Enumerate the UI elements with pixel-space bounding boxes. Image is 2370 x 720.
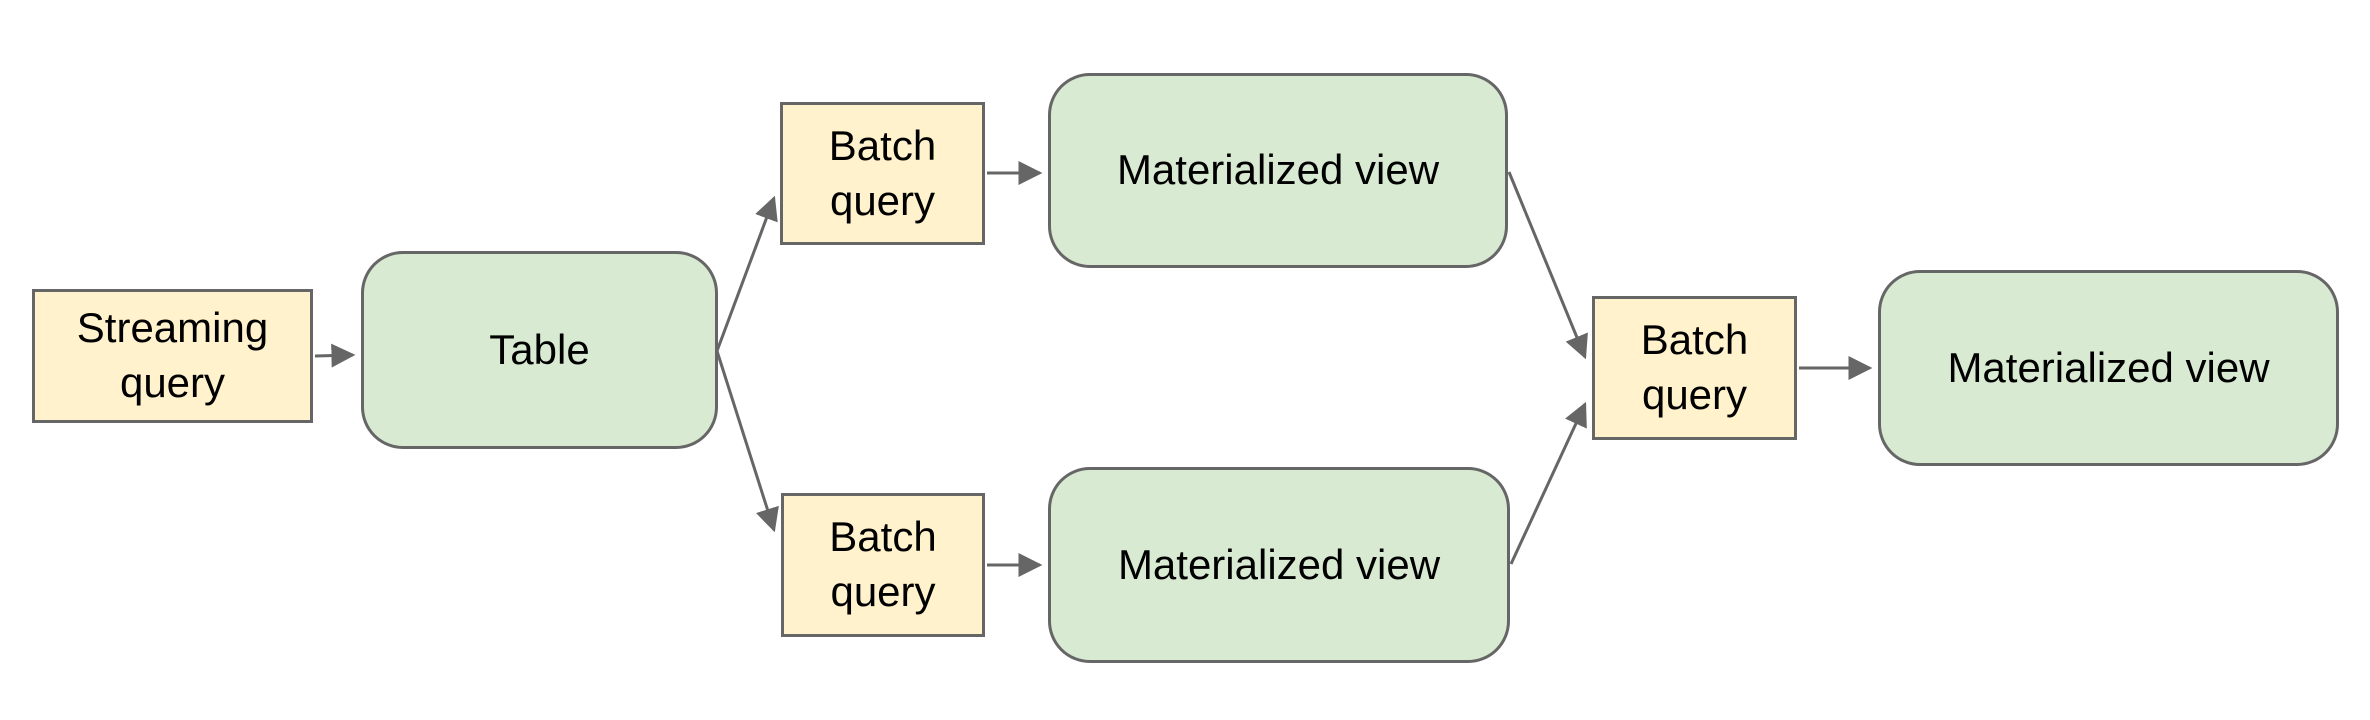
node-label: Materialized view <box>1947 343 2270 391</box>
node-label: Batch query <box>1640 316 1749 418</box>
node-materialized-view-top: Materialized view <box>1048 73 1508 268</box>
node-label: Batch query <box>829 513 937 615</box>
node-label: Streaming query <box>76 304 269 406</box>
node-streaming-query: Streaming query <box>32 289 313 423</box>
node-batch-query-top: Batch query <box>780 102 985 245</box>
edge-table-to-batch-query-bottom <box>715 350 779 533</box>
node-materialized-view-bottom: Materialized view <box>1048 467 1510 663</box>
node-label: Materialized view <box>1116 146 1440 194</box>
node-batch-query-bottom: Batch query <box>781 493 985 637</box>
node-table: Table <box>361 251 718 449</box>
node-label: Table <box>489 325 590 373</box>
edge-table-to-batch-query-top <box>715 195 778 352</box>
edge-mv-top-to-batch-query-right <box>1507 171 1588 360</box>
edge-mv-bottom-to-batch-query-right <box>1509 401 1587 565</box>
node-label: Batch query <box>828 121 937 224</box>
node-label: Materialized view <box>1117 540 1441 588</box>
edge-streaming-query-to-table <box>314 343 356 368</box>
node-materialized-view-right: Materialized view <box>1878 270 2339 466</box>
node-batch-query-right: Batch query <box>1592 296 1797 440</box>
